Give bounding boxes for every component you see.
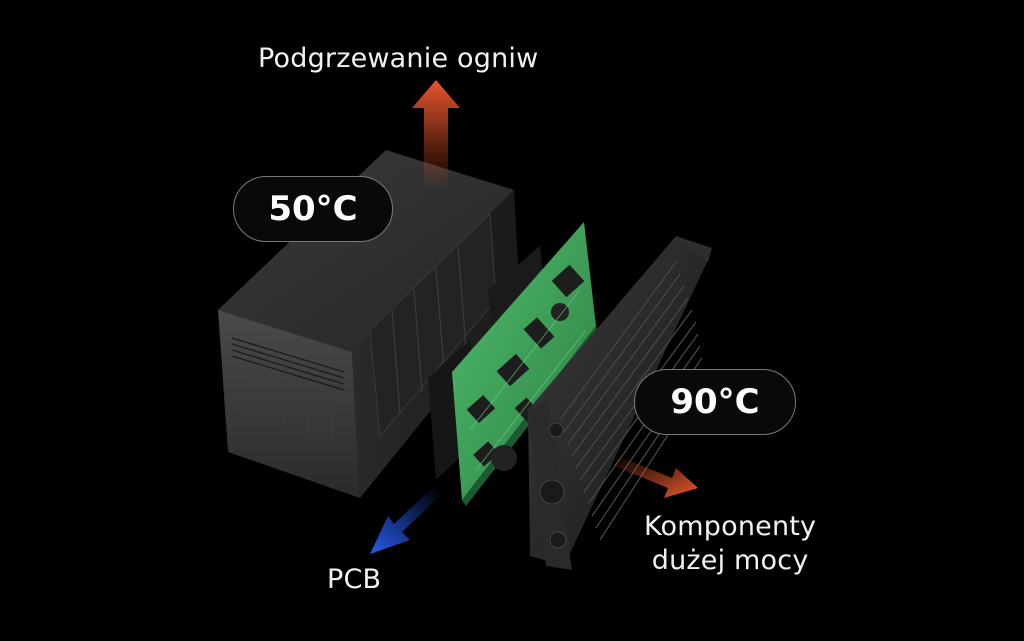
heat-up-arrow [412,80,460,190]
temperature-badge-50: 50°C [233,176,393,242]
housing-top-face [218,150,514,352]
components-arrow [614,456,698,498]
battery-housing [218,150,520,498]
high-power-components-label: Komponenty dużej mocy [644,510,816,578]
heat-cells-label: Podgrzewanie ogniw [258,43,539,74]
pcb-label: PCB [327,564,382,595]
high-power-label-line2: dużej mocy [651,545,809,576]
heatsink-front-plate [528,236,708,566]
pcb-arrow [370,488,440,554]
temperature-badge-90: 90°C [634,369,796,435]
high-power-label-line1: Komponenty [644,511,817,542]
